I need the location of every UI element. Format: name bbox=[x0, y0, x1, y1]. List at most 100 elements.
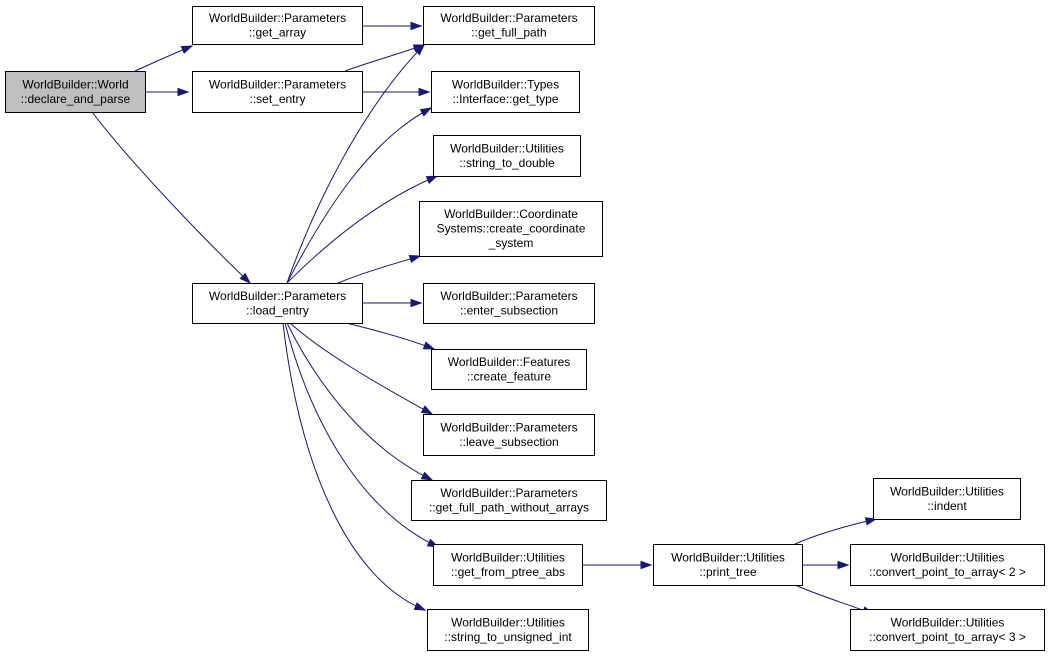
arrowhead-icon bbox=[410, 21, 423, 31]
node-box[interactable] bbox=[192, 6, 363, 45]
edge-params_load_entry-to-features_create_feature bbox=[345, 322, 436, 350]
arrowhead-icon bbox=[408, 254, 422, 264]
arrowhead-icon bbox=[410, 298, 423, 308]
node-label-line: ::load_entry bbox=[246, 303, 309, 317]
node-box[interactable] bbox=[873, 478, 1021, 520]
edge-params_load_entry-to-types_get_type bbox=[286, 107, 433, 284]
node-box[interactable] bbox=[431, 71, 580, 113]
node-world-declare-and-parse[interactable]: WorldBuilder::World::declare_and_parse bbox=[5, 71, 146, 113]
node-label-line: _system bbox=[488, 236, 534, 250]
node-box[interactable] bbox=[653, 544, 803, 586]
node-box[interactable] bbox=[419, 201, 603, 257]
edge-params_load_entry-to-params_get_full_path_without_arrays bbox=[286, 322, 434, 481]
arrowhead-icon bbox=[420, 471, 434, 481]
node-label-line: WorldBuilder::Utilities bbox=[450, 141, 564, 155]
arrowhead-icon bbox=[422, 341, 436, 350]
node-params-get-array[interactable]: WorldBuilder::Parameters::get_array bbox=[192, 6, 363, 45]
node-box[interactable] bbox=[192, 71, 363, 113]
edge-params_load_entry-to-params_enter_subsection bbox=[362, 298, 423, 308]
node-label-line: WorldBuilder::Parameters bbox=[440, 11, 577, 25]
edge-world_declare_and_parse-to-params_load_entry bbox=[91, 111, 252, 285]
edge-line bbox=[91, 111, 251, 284]
node-params-get-full-path-without-arrays[interactable]: WorldBuilder::Parameters::get_full_path_… bbox=[411, 480, 607, 521]
node-label-line: ::string_to_unsigned_int bbox=[444, 630, 572, 644]
arrowhead-icon bbox=[180, 45, 194, 54]
node-label-line: WorldBuilder::Parameters bbox=[440, 420, 577, 434]
node-utils-string-to-double[interactable]: WorldBuilder::Utilities::string_to_doubl… bbox=[433, 135, 581, 177]
arrowhead-icon bbox=[425, 175, 439, 184]
node-box[interactable] bbox=[423, 283, 595, 324]
edge-utils_get_from_ptree_abs-to-utils_print_tree bbox=[582, 560, 653, 570]
node-box[interactable] bbox=[850, 544, 1045, 586]
node-utils-convert-point-to-array-2[interactable]: WorldBuilder::Utilities::convert_point_t… bbox=[850, 544, 1045, 586]
node-utils-print-tree[interactable]: WorldBuilder::Utilities::print_tree bbox=[653, 544, 803, 586]
node-label-line: WorldBuilder::Utilities bbox=[891, 615, 1005, 629]
arrowhead-icon bbox=[177, 87, 190, 97]
edge-line bbox=[337, 255, 421, 284]
arrowhead-icon bbox=[640, 560, 653, 570]
node-box[interactable] bbox=[433, 544, 583, 586]
node-params-leave-subsection[interactable]: WorldBuilder::Parameters::leave_subsecti… bbox=[423, 414, 595, 456]
node-label-line: WorldBuilder::Utilities bbox=[671, 550, 785, 564]
node-box[interactable] bbox=[433, 135, 581, 177]
node-label-line: ::enter_subsection bbox=[460, 303, 558, 317]
edge-params_load_entry-to-coord_create_coordinate_system bbox=[337, 254, 422, 284]
node-box[interactable] bbox=[427, 609, 589, 651]
node-label-line: WorldBuilder::Utilities bbox=[451, 550, 565, 564]
call-edges bbox=[91, 21, 878, 615]
arrowhead-icon bbox=[413, 43, 426, 56]
edge-line bbox=[284, 322, 439, 548]
node-utils-convert-point-to-array-3[interactable]: WorldBuilder::Utilities::convert_point_t… bbox=[850, 609, 1045, 651]
node-box[interactable] bbox=[5, 71, 146, 113]
edge-utils_print_tree-to-utils_indent bbox=[794, 517, 878, 545]
node-utils-indent[interactable]: WorldBuilder::Utilities::indent bbox=[873, 478, 1021, 520]
node-label-line: ::get_full_path bbox=[471, 25, 546, 39]
edge-world_declare_and_parse-to-params_get_array bbox=[134, 45, 194, 72]
edge-params_load_entry-to-params_get_full_path bbox=[286, 43, 426, 284]
node-label-line: WorldBuilder::World bbox=[22, 77, 128, 91]
node-types-get-type[interactable]: WorldBuilder::Types::Interface::get_type bbox=[431, 71, 580, 113]
node-label-line: ::print_tree bbox=[699, 565, 757, 579]
node-label-line: WorldBuilder::Parameters bbox=[440, 289, 577, 303]
node-box[interactable] bbox=[411, 480, 607, 521]
arrowhead-icon bbox=[413, 602, 427, 611]
node-utils-get-from-ptree-abs[interactable]: WorldBuilder::Utilities::get_from_ptree_… bbox=[433, 544, 583, 586]
node-label-line: WorldBuilder::Features bbox=[448, 355, 571, 369]
edge-line bbox=[286, 175, 438, 284]
edge-line bbox=[282, 322, 426, 611]
node-label-line: WorldBuilder::Coordinate bbox=[444, 207, 578, 221]
edge-utils_print_tree-to-utils_convert_point_to_array_2 bbox=[802, 560, 850, 570]
node-box[interactable] bbox=[192, 283, 363, 324]
edge-params_load_entry-to-params_leave_subsection bbox=[289, 322, 434, 415]
node-box[interactable] bbox=[431, 349, 587, 390]
node-params-load-entry[interactable]: WorldBuilder::Parameters::load_entry bbox=[192, 283, 363, 324]
edge-line bbox=[286, 44, 425, 284]
node-params-set-entry[interactable]: WorldBuilder::Parameters::set_entry bbox=[192, 71, 363, 113]
node-label-line: ::leave_subsection bbox=[459, 435, 558, 449]
node-label-line: WorldBuilder::Parameters bbox=[209, 77, 346, 91]
node-label-line: ::declare_and_parse bbox=[21, 92, 131, 106]
edge-line bbox=[794, 518, 877, 545]
node-coord-create-coordinate-system[interactable]: WorldBuilder::CoordinateSystems::create_… bbox=[419, 201, 603, 257]
arrowhead-icon bbox=[837, 560, 850, 570]
node-features-create-feature[interactable]: WorldBuilder::Features::create_feature bbox=[431, 349, 587, 390]
arrowhead-icon bbox=[419, 107, 433, 117]
arrowhead-icon bbox=[418, 87, 431, 97]
node-label-line: ::create_feature bbox=[467, 369, 551, 383]
node-params-get-full-path[interactable]: WorldBuilder::Parameters::get_full_path bbox=[423, 6, 595, 45]
node-box[interactable] bbox=[423, 414, 595, 456]
node-label-line: WorldBuilder::Utilities bbox=[451, 615, 565, 629]
node-label-line: ::convert_point_to_array< 3 > bbox=[869, 630, 1026, 644]
node-box[interactable] bbox=[423, 6, 595, 45]
node-box[interactable] bbox=[850, 609, 1045, 651]
node-label-line: ::set_entry bbox=[249, 92, 305, 106]
edge-line bbox=[345, 322, 435, 350]
node-label-line: ::get_array bbox=[249, 25, 306, 39]
edge-params_load_entry-to-utils_string_to_unsigned_int bbox=[282, 322, 427, 611]
node-utils-string-to-unsigned-int[interactable]: WorldBuilder::Utilities::string_to_unsig… bbox=[427, 609, 589, 651]
node-label-line: ::get_from_ptree_abs bbox=[451, 565, 565, 579]
node-params-enter-subsection[interactable]: WorldBuilder::Parameters::enter_subsecti… bbox=[423, 283, 595, 324]
arrowhead-icon bbox=[420, 405, 434, 415]
node-label-line: WorldBuilder::Utilities bbox=[890, 484, 1004, 498]
